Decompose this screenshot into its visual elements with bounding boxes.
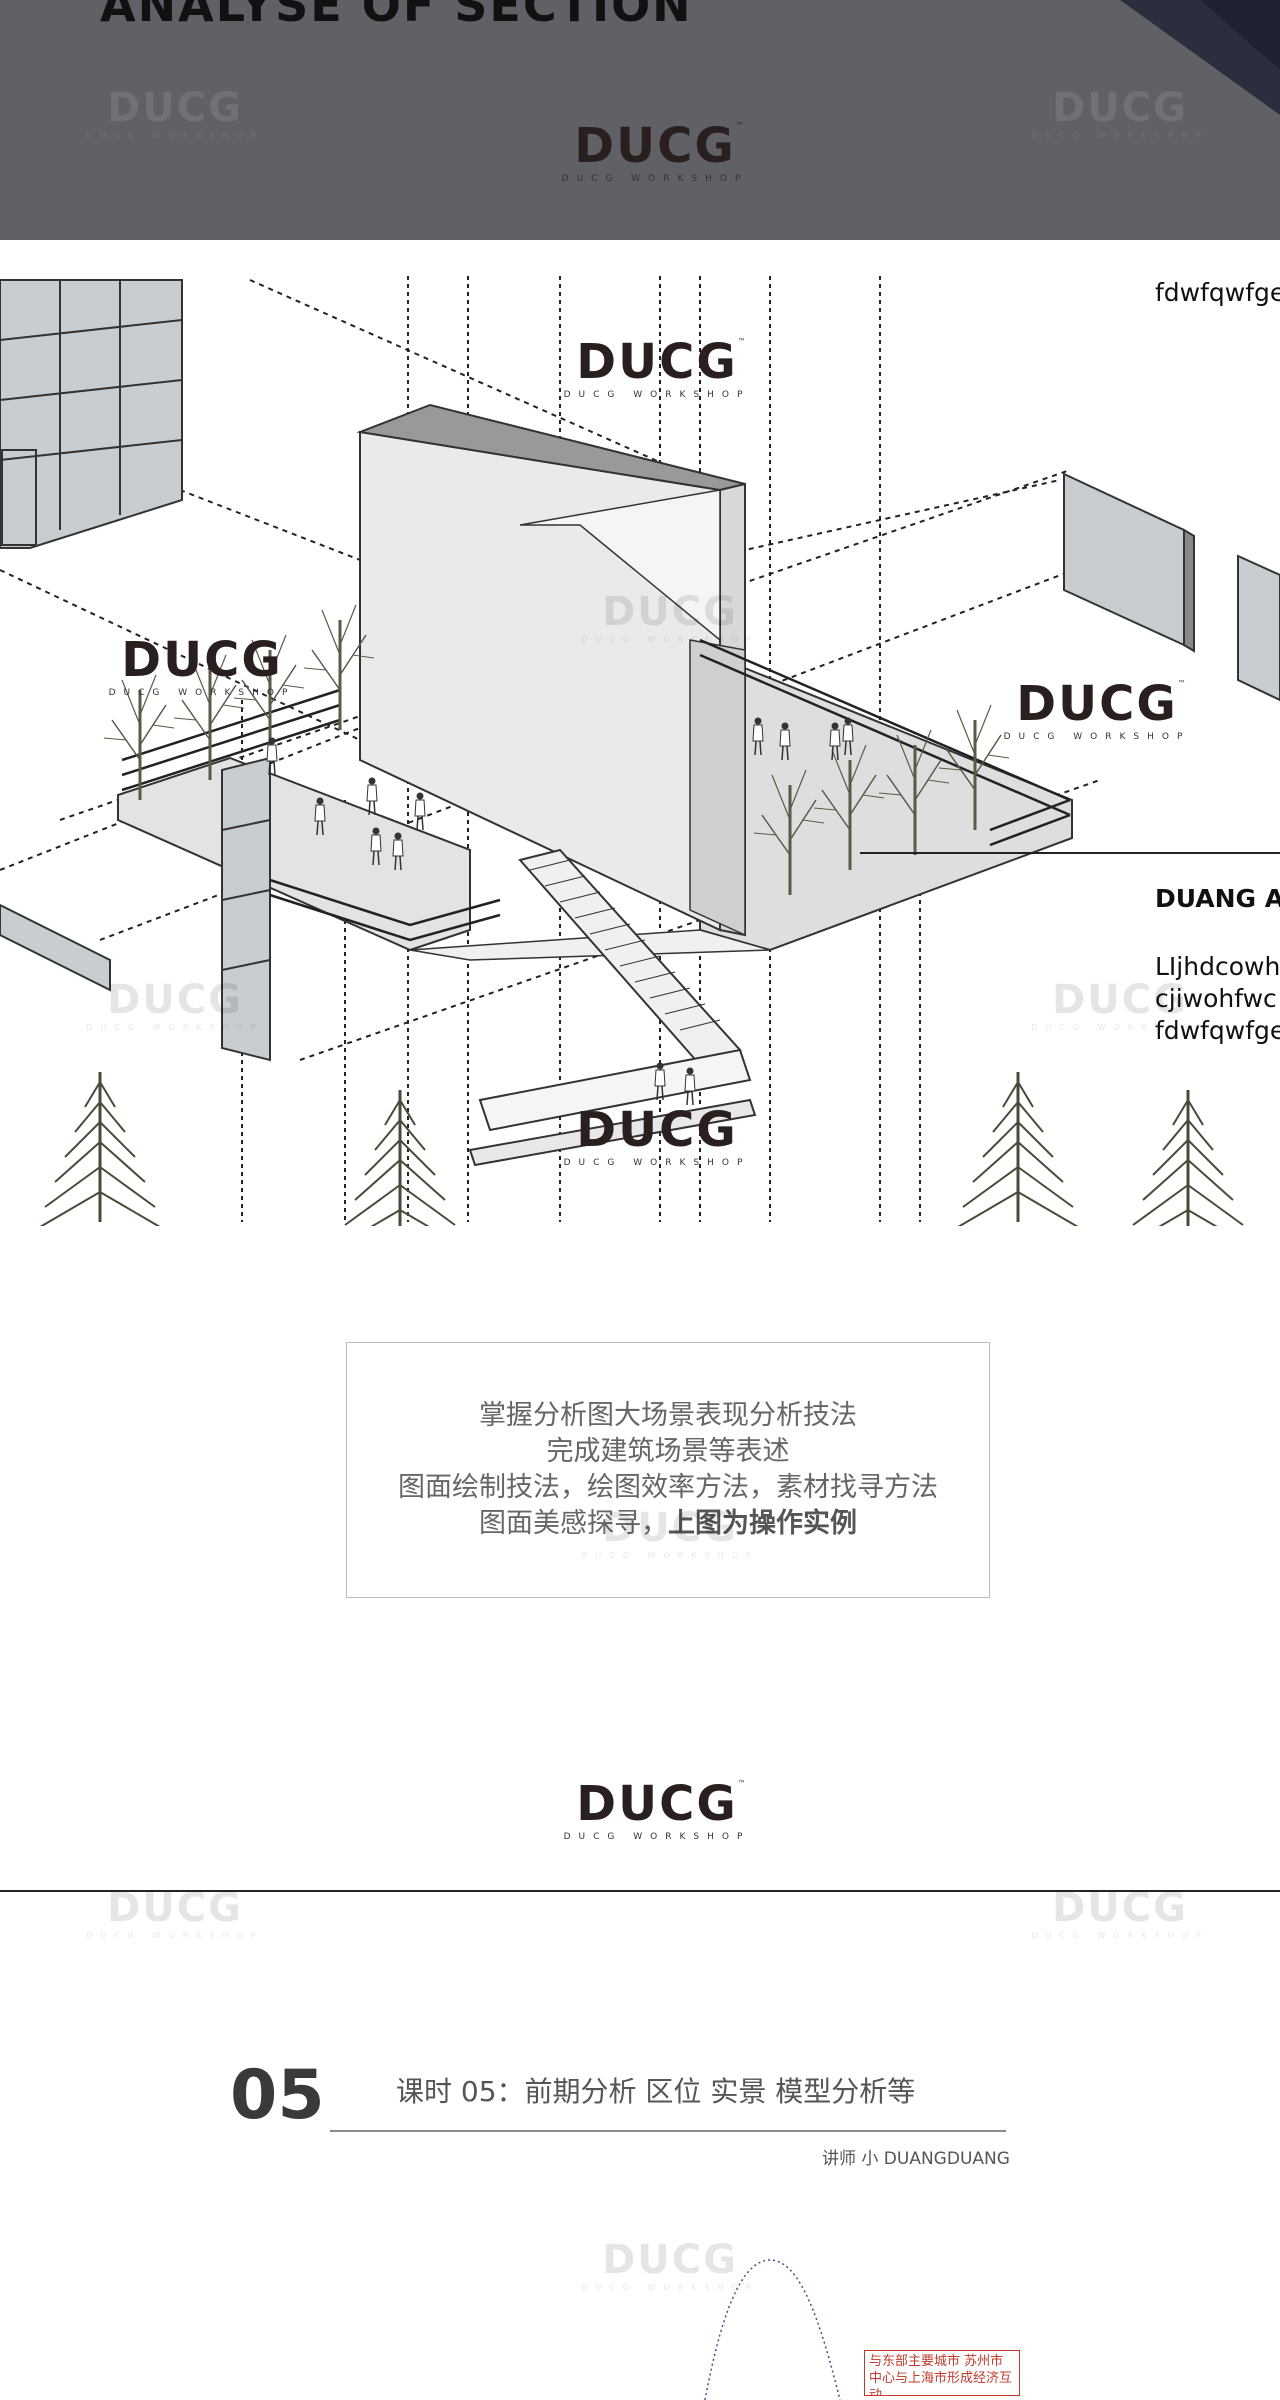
- brand-logo: DUCG DUCG WORKSHOP: [563, 1102, 751, 1168]
- railings: [121, 638, 1071, 942]
- section-title: ANALYSE OF SECTION: [100, 0, 693, 32]
- watermark-logo: DUCG DUCG WORKSHOP: [86, 85, 264, 140]
- watermark-logo: DUCG DUCG WORKSHOP: [1031, 1885, 1209, 1940]
- platform: [117, 648, 1073, 961]
- side-text-line: LIjhdcowh: [1155, 952, 1280, 981]
- watermark-logo: DUCG DUCG WORKSHOP: [581, 1505, 759, 1560]
- caption-line: 掌握分析图大场景表现分析技法: [479, 1400, 857, 1431]
- left-pillar: [221, 756, 271, 1062]
- map-annotation: 与东部主要城市 苏州市中心与上海市形成经济互动: [864, 2350, 1020, 2396]
- lesson-number: 05: [230, 2056, 325, 2135]
- watermark-logo: DUCG DUCG WORKSHOP: [1031, 85, 1209, 140]
- side-text-line: cjiwohfwc: [1155, 984, 1277, 1013]
- lesson-title: 课时 05：前期分析 区位 实景 模型分析等: [396, 2075, 916, 2108]
- lesson-teacher: 讲师 小 DUANGDUANG: [822, 2149, 1010, 2169]
- caption-line: 图面美感探寻，上图为操作实例: [479, 1508, 857, 1539]
- stairs: [468, 848, 757, 1167]
- lesson-rule: [330, 2130, 1006, 2132]
- glass-panel-right: [1063, 472, 1280, 702]
- watermark-logo: DUCG DUCG WORKSHOP: [86, 977, 264, 1032]
- caption-box: 掌握分析图大场景表现分析技法 完成建筑场景等表述 图面绘制技法，绘图效率方法，素…: [346, 1342, 990, 1598]
- watermark-logo: DUCG DUCG WORKSHOP: [581, 2237, 759, 2292]
- caption-line: 图面绘制技法，绘图效率方法，素材找寻方法: [398, 1472, 938, 1503]
- watermark-logo: DUCG DUCG WORKSHOP: [1031, 977, 1209, 1032]
- left-building: [0, 279, 183, 549]
- corner-decoration: [1120, 0, 1280, 115]
- watermark-logo: DUCG DUCG WORKSHOP: [86, 1885, 264, 1940]
- section-divider: [0, 1890, 1280, 1892]
- side-text-line: fdwfqwfge: [1155, 278, 1280, 307]
- side-heading: DUANG A: [1155, 884, 1280, 913]
- axonometric-illustration: [0, 276, 1280, 1226]
- top-banner: ANALYSE OF SECTION DUCG DUCG WORKSHOP DU…: [0, 0, 1280, 240]
- map-curve: [704, 2259, 841, 2400]
- caption-line: 完成建筑场景等表述: [546, 1436, 790, 1467]
- glass-panel-left: [0, 903, 111, 992]
- side-text-line: fdwfqwfge: [1155, 1016, 1280, 1045]
- brand-logo: DUCG DUCG WORKSHOP: [108, 632, 296, 698]
- watermark-logo: DUCG DUCG WORKSHOP: [581, 589, 759, 644]
- main-tower: [356, 403, 746, 937]
